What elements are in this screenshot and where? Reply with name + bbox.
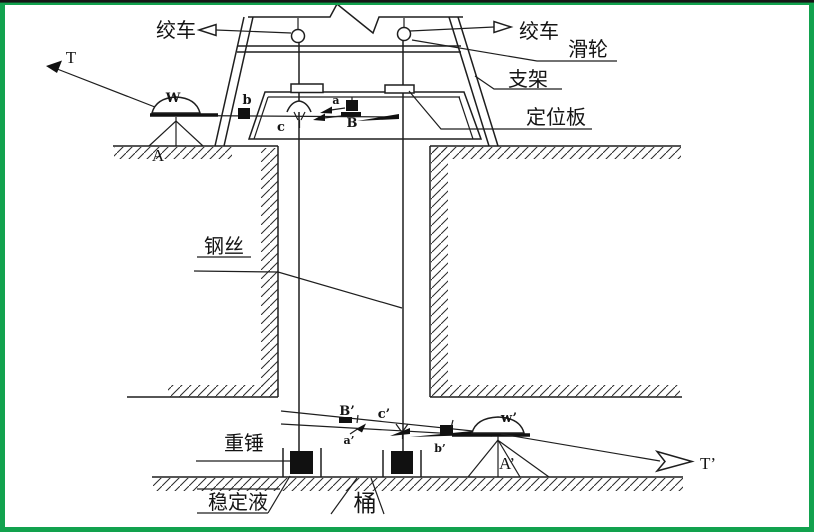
buckets-and-weights (196, 448, 422, 515)
mark-B: B (347, 116, 358, 131)
mark-A2: A’ (499, 454, 515, 473)
mark-a2: a’ (344, 434, 355, 447)
locating-plate-right (384, 84, 415, 94)
winch-arrow-left (196, 23, 217, 37)
point-letters: T A W b c a B B’ c’ a’ b’ w’ A’ T’ (66, 48, 716, 473)
pulley-right (396, 26, 412, 42)
mark-T2: T’ (700, 454, 716, 473)
pulley-left (290, 28, 306, 44)
plumb-weight-left (290, 451, 313, 474)
chinese-labels: 绞车 绞车 滑轮 支架 定位板 钢丝 重锤 稳定液 桶 (156, 19, 608, 516)
theodolite-surface (46, 60, 400, 147)
mark-T: T (66, 48, 77, 67)
top-black-strip (0, 0, 814, 3)
mark-A: A (152, 146, 165, 165)
mark-b2: b’ (434, 442, 446, 455)
theodolite-dome-underground (471, 416, 525, 434)
label-winch-left: 绞车 (156, 19, 196, 42)
mark-a: a (332, 94, 339, 107)
mark-w2: w’ (500, 411, 517, 426)
sight-arrow-T (46, 60, 62, 73)
label-bucket: 桶 (354, 490, 377, 516)
ground-and-shaft (113, 145, 683, 491)
theodolite-dome-surface (151, 96, 201, 114)
label-locating-plate: 定位板 (526, 106, 586, 129)
surface-wire-marks (238, 97, 361, 128)
locating-platform (247, 83, 483, 140)
label-plumb-weight: 重锤 (224, 432, 264, 455)
sight-arrow-T2 (654, 450, 695, 473)
label-steel-wire: 钢丝 (204, 235, 244, 258)
mark-c: c (277, 120, 285, 135)
label-pulley: 滑轮 (568, 38, 608, 61)
label-leaders (408, 39, 617, 130)
mark-B2: B’ (339, 404, 355, 419)
plumb-weight-right (391, 451, 413, 474)
pulleys-and-winch-wires (196, 18, 514, 44)
locating-plate-left (290, 83, 324, 94)
label-stabilizing-fluid: 稳定液 (208, 491, 268, 514)
label-bracket: 支架 (508, 68, 548, 91)
mark-W: W (165, 91, 181, 106)
headframe (214, 2, 499, 147)
mark-b: b (242, 93, 251, 108)
label-winch-right: 绞车 (519, 20, 559, 43)
winch-arrow-right (493, 20, 514, 34)
theodolite-underground (452, 416, 695, 478)
steel-wire-leader (193, 256, 403, 309)
mark-c2: c’ (378, 407, 390, 422)
